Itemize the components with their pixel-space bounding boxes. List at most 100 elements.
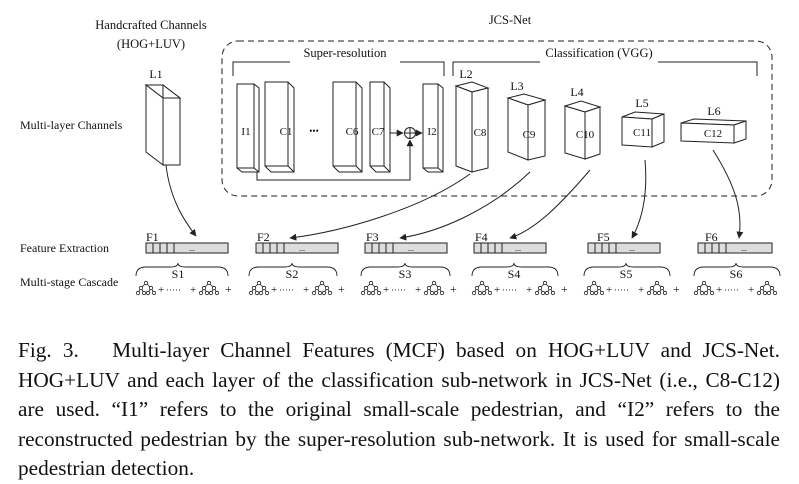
sr-ellipsis: ••• [309,126,318,136]
layer-label-l2: L2 [459,67,472,81]
cls-block-c9 [506,93,547,161]
sr-label-c1: C1 [280,126,293,138]
cascade-plus: + [303,284,309,296]
cls-block-c8 [454,81,490,173]
cascade-plus: + [415,284,421,296]
cascade-tree-icon [583,280,605,296]
layer-label-l3: L3 [510,79,523,93]
handcrafted-channel-block [144,83,182,167]
layer-label-l5: L5 [635,96,648,110]
cascade-plus: + [606,284,612,296]
cascade-tree-icon [534,280,556,296]
cascade-tree-icon [423,280,445,296]
cascade-tree-icon [693,280,715,296]
cascade-plus: + [716,284,722,296]
caption-label: Fig. 3. [18,338,79,362]
cascade-stage-plus: + [225,282,232,296]
cascade-tree-icon [198,280,220,296]
feature-label-f6: F6 [705,230,718,244]
cascade-dots: ····· [391,285,406,295]
cascade-tree-icon [471,280,493,296]
cascade-stage-plus: + [338,282,345,296]
cls-block-c10 [563,100,602,160]
cascade-plus: + [383,284,389,296]
feature-dots-f6: ... [741,244,747,253]
feature-dots-f3: ... [408,244,414,253]
feature-vector-f4: F4 ... [473,230,547,254]
sr-label-c7: C7 [372,126,385,138]
multi-stage-cascade-label: Multi-stage Cascade [20,275,118,289]
stage-label-s1: S1 [172,267,185,281]
cascade-plus: + [190,284,196,296]
cls-label-c11: C11 [633,127,651,139]
super-resolution-label: Super-resolution [303,46,387,60]
cascade-plus: + [158,284,164,296]
stage-label-s2: S2 [286,267,299,281]
cascade-plus: + [494,284,500,296]
cascade-plus: + [271,284,277,296]
layer-to-feature-arrows [165,149,744,241]
cascade-tree-icon [360,280,382,296]
feature-vector-f5: F5 ... [587,230,661,254]
cascade-tree-icon [135,280,157,296]
jcs-net-region [221,40,773,197]
cascade-tree-icon [756,280,778,296]
feature-label-f5: F5 [597,230,610,244]
sr-block-c7 [369,81,391,173]
cascade-dots: ····· [279,285,294,295]
feature-dots-f1: ... [189,244,195,253]
cascade-stage-plus: + [450,282,457,296]
feature-dots-f2: ... [299,244,305,253]
feature-label-f4: F4 [475,230,488,244]
sr-block-c1 [264,81,295,173]
stage-labels: S1 S2 S3 S4 S5 S6 [172,267,743,281]
classification-label: Classification (VGG) [545,46,652,60]
stage-label-s4: S4 [508,267,521,281]
stage-label-s6: S6 [730,267,743,281]
cascade-dots: ····· [502,285,517,295]
cascade-tree-icon [311,280,333,296]
feature-label-f1: F1 [146,230,159,244]
feature-label-f2: F2 [257,230,270,244]
cascade-dots: ····· [724,285,739,295]
sr-label-c6: C6 [346,126,359,138]
cascade-plus: + [748,284,754,296]
stage-label-s3: S3 [399,267,412,281]
feature-label-f3: F3 [366,230,379,244]
cls-block-c11 [621,111,665,148]
feature-vector-f3: F3 ... [364,230,448,254]
feature-dots-f5: ... [629,244,635,253]
cascade-dots: ····· [614,285,629,295]
handcrafted-title-line2: (HOG+LUV) [117,37,185,51]
feature-vector-f2: F2 ... [255,230,339,254]
handcrafted-title-line1: Handcrafted Channels [95,18,207,32]
cascade-tree-icon [646,280,668,296]
sr-block-i1 [236,83,260,173]
sr-label-i2: I2 [427,126,436,138]
caption-text: Multi-layer Channel Features (MCF) based… [18,338,780,480]
super-resolution-bracket [232,61,445,76]
cascade-plus: + [638,284,644,296]
cls-label-c9: C9 [523,129,536,141]
feature-vector-f6: F6 ... [697,230,773,254]
cascade-plus: + [526,284,532,296]
cascade-tree-icon [248,280,270,296]
cls-block-c12 [680,118,747,144]
cls-label-c12: C12 [704,128,722,140]
multi-layer-channels-label: Multi-layer Channels [20,118,123,132]
stage-braces [135,262,781,277]
feature-dots-f4: ... [515,244,521,253]
stage-label-s5: S5 [620,267,633,281]
sr-block-c6 [332,81,363,173]
cascade-stage-plus: + [561,282,568,296]
mcf-figure: Handcrafted Channels (HOG+LUV) JCS-Net S… [20,13,781,296]
jcs-net-title: JCS-Net [489,13,532,27]
layer-label-l4: L4 [570,85,583,99]
layer-label-l6: L6 [707,104,720,118]
sum-node-icon [404,127,416,139]
cascade-stage-plus: + [673,282,680,296]
sr-label-i1: I1 [241,126,250,138]
sr-block-i2 [422,83,444,173]
cls-label-c8: C8 [474,127,487,139]
cascade-dots: ····· [166,285,181,295]
